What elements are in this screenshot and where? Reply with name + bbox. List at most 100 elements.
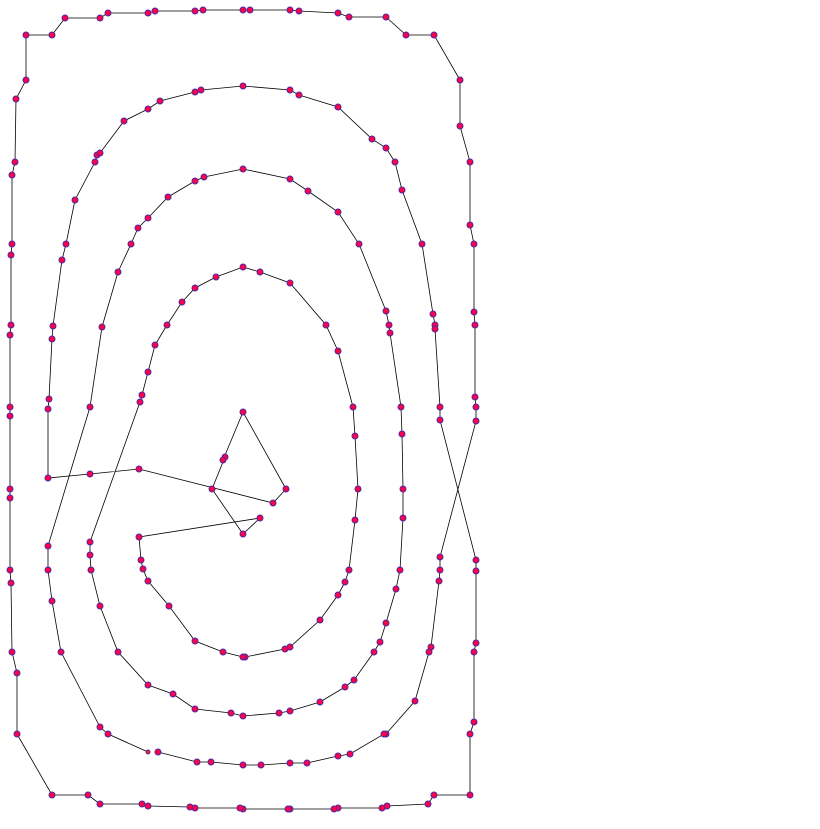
graph-node — [138, 800, 146, 808]
graph-node — [370, 648, 378, 656]
graph-node — [470, 648, 478, 656]
graph-node — [399, 485, 407, 493]
graph-node — [334, 208, 342, 216]
graph-node — [7, 321, 15, 329]
graph-node — [354, 485, 362, 493]
graph-node — [396, 566, 404, 574]
graph-node — [86, 470, 94, 478]
graph-node — [341, 683, 349, 691]
graph-node — [286, 707, 294, 715]
graph-node — [256, 514, 264, 522]
graph-node — [96, 602, 104, 610]
graph-node — [44, 405, 52, 413]
graph-node — [137, 556, 145, 564]
graph-node — [191, 705, 199, 713]
graph-node — [402, 31, 410, 39]
graph-node — [257, 761, 265, 769]
graph-node — [392, 585, 400, 593]
graph-node — [411, 697, 419, 705]
graph-node — [275, 709, 283, 717]
graph-node — [472, 417, 480, 425]
graph-node — [470, 308, 478, 316]
graph-node — [472, 403, 480, 411]
graph-node — [207, 758, 215, 766]
graph-node — [436, 566, 444, 574]
graph-node — [45, 395, 53, 403]
graph-node — [286, 759, 294, 767]
graph-node — [154, 748, 162, 756]
graph-node — [163, 321, 171, 329]
graph-node — [281, 645, 289, 653]
graph-node — [6, 566, 14, 574]
graph-node — [382, 13, 390, 21]
graph-node — [191, 177, 199, 185]
graph-node — [355, 240, 363, 248]
graph-node — [44, 474, 52, 482]
graph-node — [334, 103, 342, 111]
graph-node — [286, 86, 294, 94]
graph-node — [430, 791, 438, 799]
graph-node — [11, 158, 19, 166]
graph-node — [456, 76, 464, 84]
graph-node — [284, 805, 292, 813]
graph-node — [316, 616, 324, 624]
graph-node — [334, 591, 342, 599]
graph-node — [136, 398, 144, 406]
graph-node — [58, 256, 66, 264]
graph-node — [138, 391, 146, 399]
graph-node — [7, 579, 15, 587]
graph-node — [219, 648, 227, 656]
graph-node — [191, 7, 199, 15]
graph-node — [44, 542, 52, 550]
graph-node — [104, 730, 112, 738]
graph-node — [236, 804, 244, 812]
graph-node — [418, 240, 426, 248]
graph-node — [286, 279, 294, 287]
graph-node — [472, 556, 480, 564]
graph-node — [466, 791, 474, 799]
graph-node — [239, 263, 247, 271]
graph-node — [114, 268, 122, 276]
graph-node — [219, 456, 227, 464]
graph-node — [62, 240, 70, 248]
graph-node — [144, 577, 152, 585]
graph-node — [227, 709, 235, 717]
graph-node — [456, 122, 464, 130]
graph-node — [96, 149, 104, 157]
graph-node — [472, 639, 480, 647]
graph-node — [22, 76, 30, 84]
graph-node — [144, 105, 152, 113]
graph-node — [7, 251, 15, 259]
graph-node — [165, 602, 173, 610]
graph-node — [431, 325, 439, 333]
graph-node — [382, 144, 390, 152]
graph-node — [13, 730, 21, 738]
graph-node — [8, 171, 16, 179]
graph-node — [282, 485, 290, 493]
graph-node — [6, 412, 14, 420]
graph-node — [6, 403, 14, 411]
graph-node — [286, 175, 294, 183]
graph-node — [239, 653, 247, 661]
graph-node — [376, 638, 384, 646]
graph-node — [471, 321, 479, 329]
graph-node — [197, 86, 205, 94]
graph-node — [98, 323, 106, 331]
graph-node — [436, 403, 444, 411]
graph-node — [120, 117, 128, 125]
graph-node — [144, 681, 152, 689]
graph-node — [239, 712, 247, 720]
graph-node — [398, 430, 406, 438]
graph-node — [345, 566, 353, 574]
graph-node — [186, 803, 194, 811]
graph-node — [71, 196, 79, 204]
graph-node — [191, 637, 199, 645]
graph-node — [144, 214, 152, 222]
graph-node — [424, 800, 432, 808]
graph-node — [429, 310, 437, 318]
graph-node — [269, 499, 277, 507]
graph-node — [425, 648, 433, 656]
